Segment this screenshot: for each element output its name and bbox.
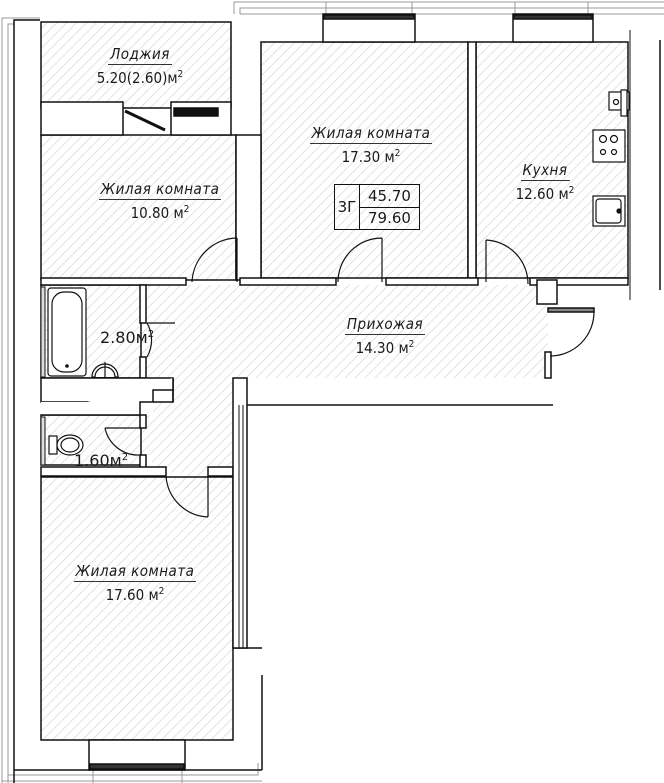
living-room-2-fill	[260, 41, 469, 279]
room-area: 12.60 м2	[515, 185, 575, 203]
room-label-kitchen: Кухня 12.60 м2	[505, 162, 585, 202]
bathroom-area-label: 2.80м2	[100, 328, 155, 347]
washbasin-icon	[91, 362, 119, 378]
toilet-icon	[48, 434, 84, 456]
toilet-fill	[40, 414, 142, 466]
living-room-3-fill	[40, 476, 234, 741]
apartment-stamp: 3Г 45.70 79.60	[334, 184, 420, 230]
living-room-1-fill	[40, 134, 237, 281]
hallway-fill	[140, 285, 548, 490]
total-area-value: 79.60	[368, 209, 411, 228]
kitchen-sink-icon	[592, 195, 626, 227]
loggia-fill	[40, 21, 232, 109]
room-label-living-room-3: Жилая комната 17.60 м2	[60, 563, 210, 603]
bathtub-icon	[47, 287, 87, 377]
room-area: 5.20(2.60)м2	[96, 69, 184, 87]
toilet-area-label: 1.60м2	[74, 451, 129, 470]
room-area: 17.60 м2	[105, 586, 165, 604]
room-name: Жилая комната	[309, 124, 433, 144]
stove-icon	[592, 129, 626, 163]
room-name: Жилая комната	[98, 180, 222, 200]
door-swings	[104, 237, 595, 518]
interior-walls	[40, 13, 629, 771]
room-area: 14.30 м2	[355, 339, 415, 357]
room-name: Прихожая	[344, 315, 426, 335]
room-name: Кухня	[520, 161, 570, 181]
room-area: 10.80 м2	[130, 204, 190, 222]
room-name: Лоджия	[108, 45, 172, 65]
room-label-hallway: Прихожая 14.30 м2	[330, 316, 440, 356]
living-area-value: 45.70	[360, 185, 419, 208]
room-label-living-room-1: Жилая комната 10.80 м2	[85, 181, 235, 221]
room-label-living-room-2: Жилая комната 17.30 м2	[296, 125, 446, 165]
apartment-type-code: 3Г	[335, 185, 360, 229]
room-label-loggia: Лоджия 5.20(2.60)м2	[80, 46, 200, 86]
room-name: Жилая комната	[73, 562, 197, 582]
kitchen-sink-small-icon	[608, 89, 630, 117]
room-area: 17.30 м2	[341, 148, 401, 166]
